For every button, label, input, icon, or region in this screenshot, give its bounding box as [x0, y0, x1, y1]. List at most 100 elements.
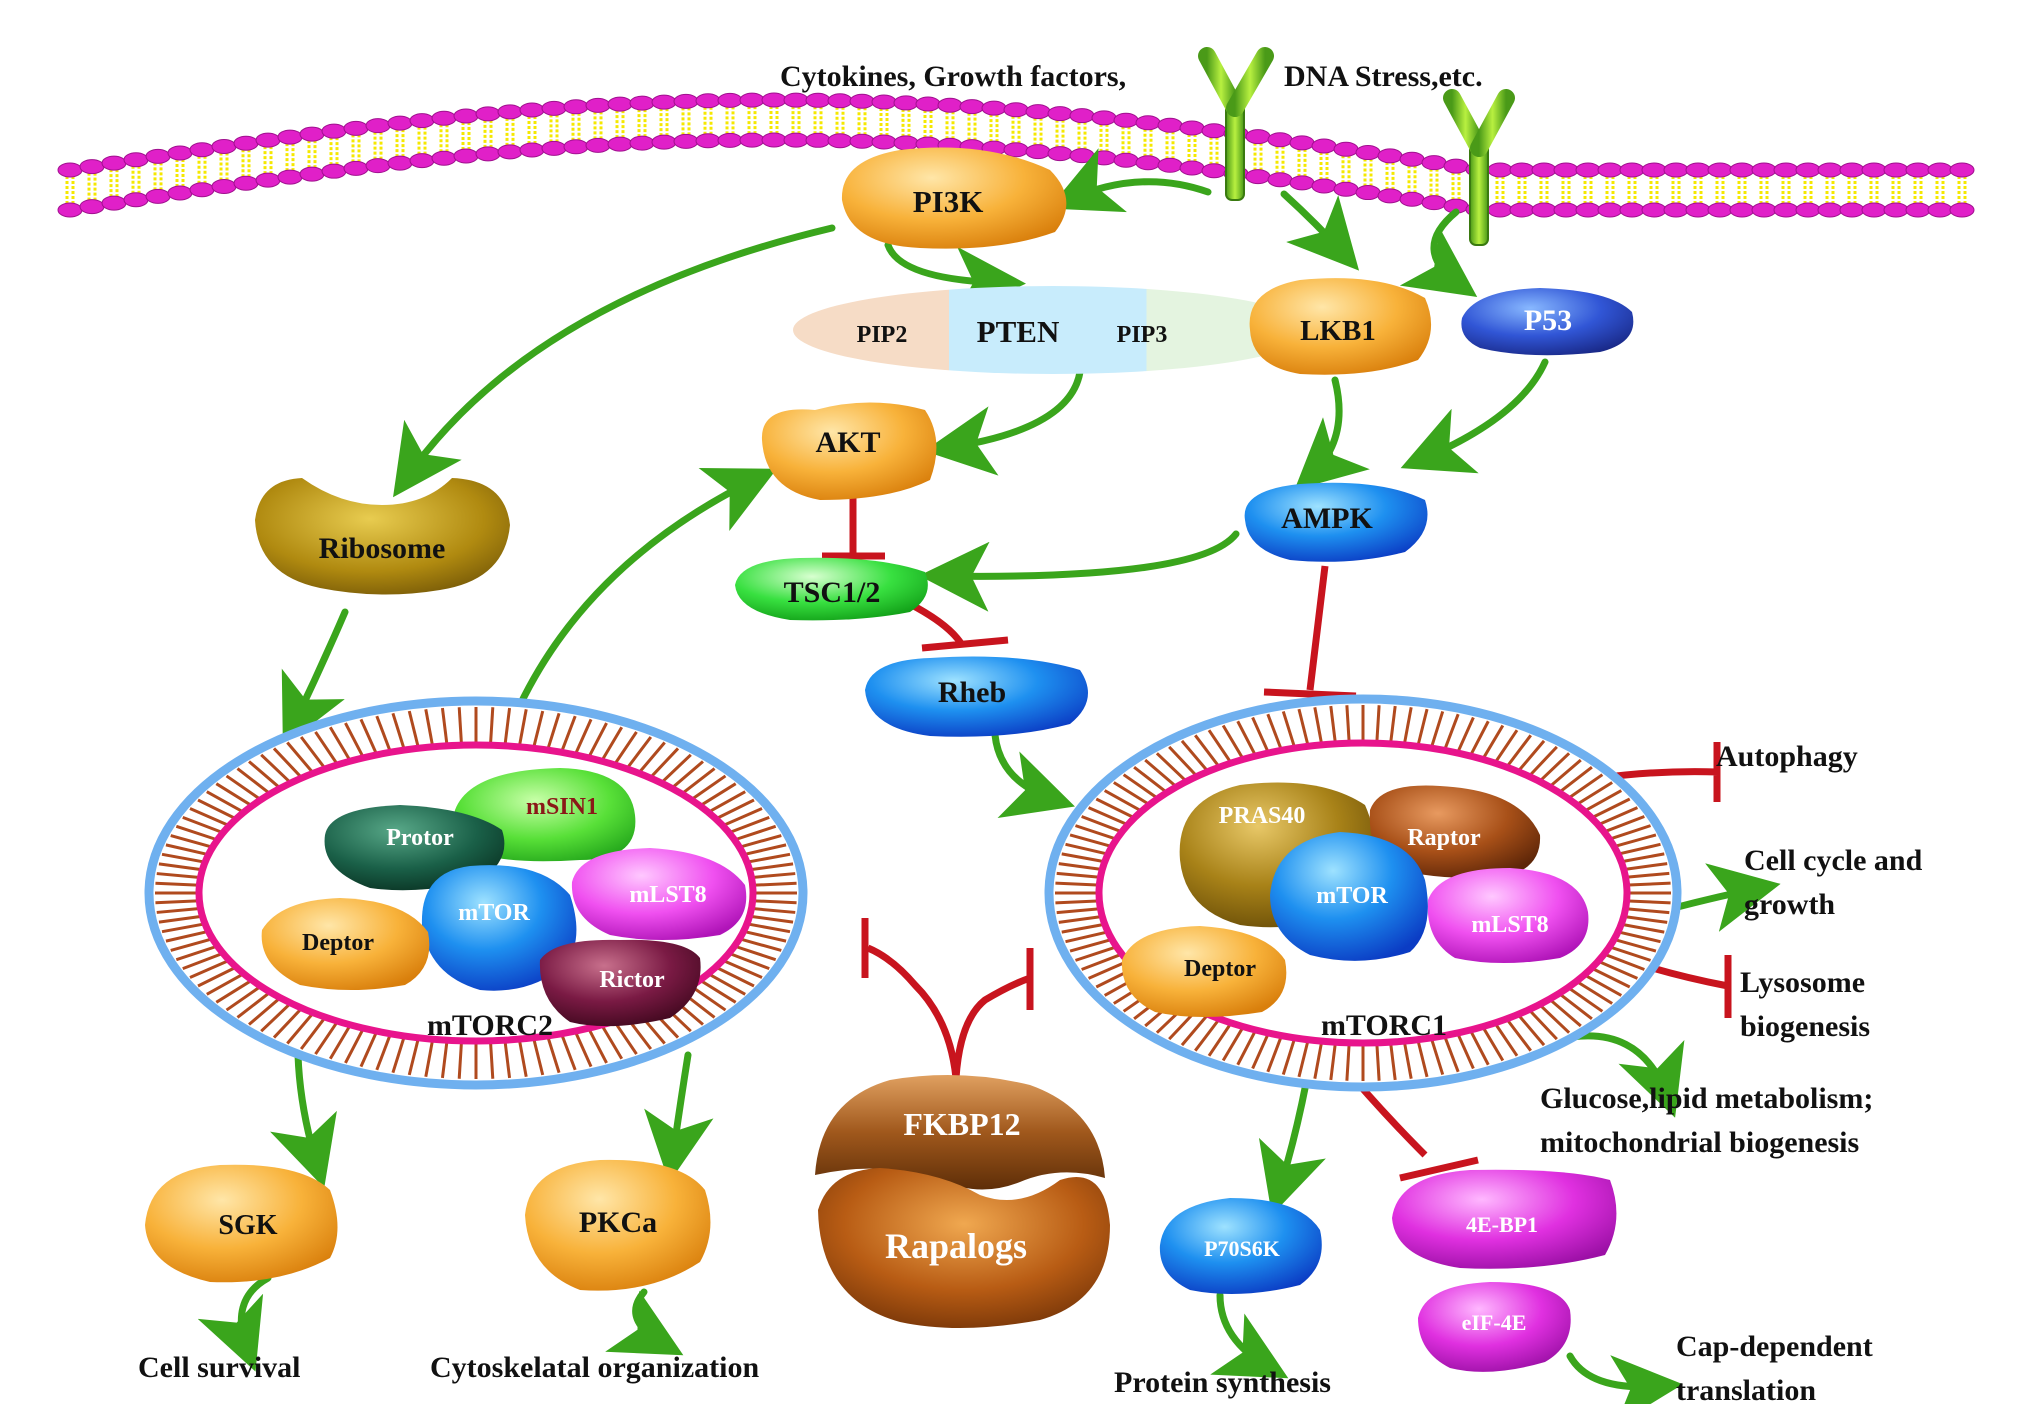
- lipid-icon: [1773, 162, 1799, 218]
- ring-spoke: [1469, 720, 1490, 755]
- ring-spoke: [1559, 766, 1593, 793]
- lipid-icon: [1487, 162, 1513, 218]
- ring-spoke: [740, 937, 782, 952]
- inhibit-akt-tsc: [822, 498, 885, 560]
- ring-spoke: [1056, 871, 1099, 879]
- ampk-node: AMPK: [1244, 482, 1428, 562]
- lipid-icon: [1311, 138, 1337, 194]
- ring-spoke: [299, 736, 326, 769]
- ring-spoke: [299, 1017, 326, 1050]
- cap-dependent-text-1: Cap-dependent: [1676, 1330, 1873, 1363]
- lipid-icon: [1377, 148, 1403, 204]
- ring-spoke: [1058, 915, 1101, 924]
- ring-spoke: [1281, 710, 1296, 747]
- ring-spoke: [1133, 766, 1167, 793]
- glucose-text-1: Glucose,lipid metabolism;: [1540, 1082, 1873, 1115]
- ring-spoke: [1155, 752, 1187, 782]
- mtorc1-subunits: PRAS40 Raptor mLST8 mTOR Deptor mTORC1: [1121, 782, 1589, 1042]
- ring-spoke: [745, 930, 787, 943]
- inhibit-ampk-mtorc1: [1263, 565, 1357, 700]
- protor-label: Protor: [386, 825, 454, 851]
- ring-spoke: [1443, 713, 1460, 749]
- ring-spoke: [1494, 1023, 1519, 1057]
- ring-spoke: [286, 741, 314, 773]
- ring-spoke: [1345, 1044, 1351, 1081]
- lipid-icon: [1113, 112, 1139, 168]
- ring-spoke: [314, 731, 338, 764]
- lipid-icon: [1817, 162, 1843, 218]
- ring-spoke: [1087, 960, 1127, 980]
- 4ebp1-label: 4E-BP1: [1466, 1212, 1538, 1237]
- ring-spoke: [1403, 707, 1413, 744]
- ring-spoke: [1329, 705, 1337, 743]
- ring-spoke: [158, 914, 201, 924]
- ring-spoke: [1550, 999, 1582, 1028]
- lipid-icon: [1861, 162, 1887, 218]
- lipid-icon: [211, 138, 237, 194]
- ring-spoke: [740, 834, 782, 849]
- lipid-icon: [915, 96, 941, 152]
- ring-spoke: [1221, 1027, 1244, 1062]
- mtorc1-mtor-label: mTOR: [1316, 883, 1388, 909]
- lkb1-label: LKB1: [1300, 315, 1376, 347]
- ring-spoke: [518, 709, 528, 746]
- pip2-label: PIP2: [857, 322, 908, 348]
- ring-spoke: [1389, 1043, 1397, 1081]
- ring-spoke: [700, 979, 737, 1004]
- ring-spoke: [161, 852, 204, 864]
- inhibit-fkbp-mtorc2: [861, 918, 960, 1079]
- ring-spoke: [1529, 745, 1558, 776]
- ring-spoke: [1251, 716, 1270, 752]
- lipid-icon: [123, 152, 149, 208]
- ring-spoke: [359, 718, 378, 754]
- ring-spoke: [626, 736, 653, 769]
- lipid-icon: [607, 96, 633, 152]
- lipid-icon: [629, 95, 655, 151]
- ring-spoke: [440, 1041, 449, 1079]
- ring-spoke: [503, 1041, 512, 1079]
- akt-node: AKT: [761, 402, 937, 500]
- p70s6k-node: P70S6K: [1159, 1198, 1322, 1294]
- lysosome-text-1: Lysosome: [1740, 966, 1865, 999]
- ring-spoke: [236, 992, 270, 1019]
- ring-spoke: [314, 1022, 338, 1055]
- akt-label: AKT: [815, 426, 880, 459]
- ring-spoke: [1313, 1042, 1323, 1079]
- ring-spoke: [1559, 993, 1593, 1020]
- ring-spoke: [754, 899, 797, 905]
- lipid-icon: [1091, 110, 1117, 166]
- lipid-icon: [145, 148, 171, 204]
- lipid-icon: [1795, 162, 1821, 218]
- ring-spoke: [1056, 907, 1099, 915]
- lipid-icon: [1751, 162, 1777, 218]
- lipid-icon: [57, 162, 83, 218]
- ring-spoke: [1619, 930, 1661, 944]
- ring-spoke: [745, 843, 787, 856]
- ring-spoke: [730, 815, 770, 834]
- ring-spoke: [736, 945, 777, 962]
- ring-spoke: [1058, 862, 1101, 871]
- ring-spoke: [206, 973, 243, 996]
- inhibition-lines: [822, 498, 1732, 1182]
- ring-spoke: [1577, 781, 1613, 805]
- ring-spoke: [1081, 953, 1121, 971]
- ring-spoke: [532, 710, 545, 747]
- ring-spoke: [1180, 739, 1208, 771]
- ring-spoke: [1074, 824, 1116, 840]
- ring-spoke: [359, 1032, 378, 1068]
- ring-spoke: [165, 930, 207, 943]
- ring-spoke: [197, 798, 236, 820]
- lipid-icon: [233, 135, 259, 191]
- lipid-icon: [1047, 106, 1073, 162]
- ring-spoke: [1389, 705, 1397, 743]
- ring-spoke: [601, 726, 624, 761]
- ring-spoke: [182, 815, 222, 834]
- pi3k-label: PI3K: [913, 184, 984, 219]
- ampk-label: AMPK: [1281, 502, 1373, 535]
- pi3k-node: PI3K: [841, 147, 1067, 249]
- receptor-2-icon: [1443, 89, 1515, 246]
- ring-spoke: [1506, 1019, 1532, 1052]
- ring-spoke: [1055, 899, 1098, 905]
- ring-spoke: [206, 790, 243, 813]
- ring-spoke: [1592, 797, 1631, 819]
